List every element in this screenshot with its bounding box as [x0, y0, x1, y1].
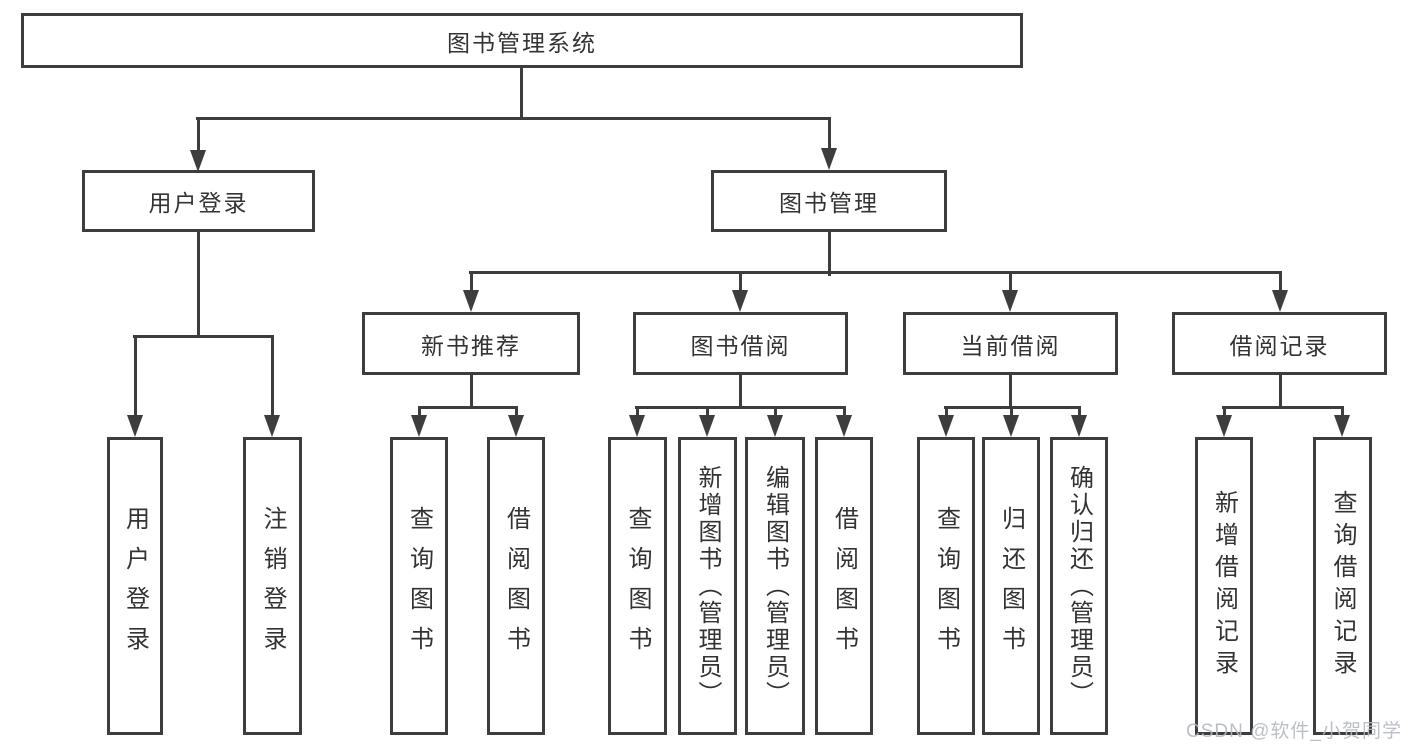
arrow-down-icon — [629, 415, 645, 437]
arrow-down-icon — [190, 150, 206, 172]
leaf-borrow-books-recommend: 借阅图书 — [487, 437, 545, 735]
edge-l3-drop — [1279, 375, 1282, 408]
edge-leaf-stem — [774, 407, 777, 417]
arrow-down-icon — [938, 415, 954, 437]
node-book-management: 图书管理 — [711, 170, 947, 232]
leaf-query-borrow-record: 查询借阅记录 — [1313, 437, 1372, 735]
arrow-down-icon — [699, 415, 715, 437]
edge-leaf-stem — [515, 407, 518, 417]
arrow-down-icon — [1071, 415, 1087, 437]
edge-book-mgmt-drop — [828, 232, 831, 276]
edge-l3-drop — [470, 375, 473, 408]
edge-leaf-stem — [1010, 407, 1013, 417]
arrow-down-icon — [836, 415, 852, 437]
edge-leaf-stem — [945, 407, 948, 417]
leaf-add-books-admin: 新增图书（管理员） — [678, 437, 737, 735]
leaf-query-books-recommend: 查询图书 — [390, 437, 448, 735]
arrow-down-icon — [732, 290, 748, 312]
leaf-add-borrow-record: 新增借阅记录 — [1195, 437, 1253, 735]
edge-leaf-rail — [418, 406, 518, 409]
leaf-user-login: 用户登录 — [107, 437, 163, 735]
edge-l3-drop — [739, 375, 742, 408]
edge-leaf-stem — [1078, 407, 1081, 417]
edge-l3-stem — [1279, 272, 1282, 292]
node-current-borrowing: 当前借阅 — [903, 312, 1118, 375]
arrow-down-icon — [127, 415, 143, 437]
edge-l3-stem — [1009, 272, 1012, 292]
edge-user-login-drop — [197, 232, 200, 338]
edge-leaf-stem — [706, 407, 709, 417]
arrow-down-icon — [821, 148, 837, 170]
arrow-down-icon — [1216, 415, 1232, 437]
leaf-confirm-return-admin: 确认归还（管理员） — [1050, 437, 1108, 735]
leaf-edit-books-admin: 编辑图书（管理员） — [745, 437, 805, 735]
edge-leaf-rail — [635, 406, 846, 409]
leaf-query-books-borrowing: 查询图书 — [608, 437, 667, 735]
arrow-down-icon — [1334, 415, 1350, 437]
edge-l3-drop — [1009, 375, 1012, 408]
edge-leaf-stem — [1223, 407, 1226, 417]
arrow-down-icon — [767, 415, 783, 437]
edge-level2-rail — [196, 117, 831, 120]
edge-leaf-stem — [843, 407, 846, 417]
arrow-down-icon — [463, 290, 479, 312]
edge-root-drop — [520, 68, 523, 120]
edge-level3-rail — [469, 271, 1282, 274]
edge-book-mgmt-stem — [828, 118, 831, 150]
edge-leaf-stem — [1341, 407, 1344, 417]
arrow-down-icon — [508, 415, 524, 437]
arrow-down-icon — [411, 415, 427, 437]
edge-leaf-stem — [636, 407, 639, 417]
arrow-down-icon — [1002, 290, 1018, 312]
node-book-borrowing: 图书借阅 — [633, 312, 848, 375]
edge-l3-stem — [470, 272, 473, 292]
edge-leaf-rail — [1222, 406, 1344, 409]
leaf-borrow-books: 借阅图书 — [815, 437, 873, 735]
edge-user-login-stem — [197, 118, 200, 152]
node-library-management-system: 图书管理系统 — [21, 13, 1023, 68]
edge-user-login-rail — [133, 335, 274, 338]
arrow-down-icon — [1272, 290, 1288, 312]
node-new-book-recommendation: 新书推荐 — [362, 312, 580, 375]
leaf-return-books: 归还图书 — [982, 437, 1040, 735]
arrow-down-icon — [1003, 415, 1019, 437]
leaf-query-books-current: 查询图书 — [917, 437, 975, 735]
leaf-logout: 注销登录 — [243, 437, 302, 735]
edge-leaf-stem — [271, 336, 274, 417]
node-user-login: 用户登录 — [82, 170, 315, 232]
arrow-down-icon — [264, 415, 280, 437]
node-borrowing-records: 借阅记录 — [1172, 312, 1387, 375]
edge-leaf-stem — [134, 336, 137, 417]
csdn-watermark: CSDN @软件_小贺同学 — [1186, 721, 1402, 742]
edge-l3-stem — [739, 272, 742, 292]
edge-leaf-stem — [418, 407, 421, 417]
